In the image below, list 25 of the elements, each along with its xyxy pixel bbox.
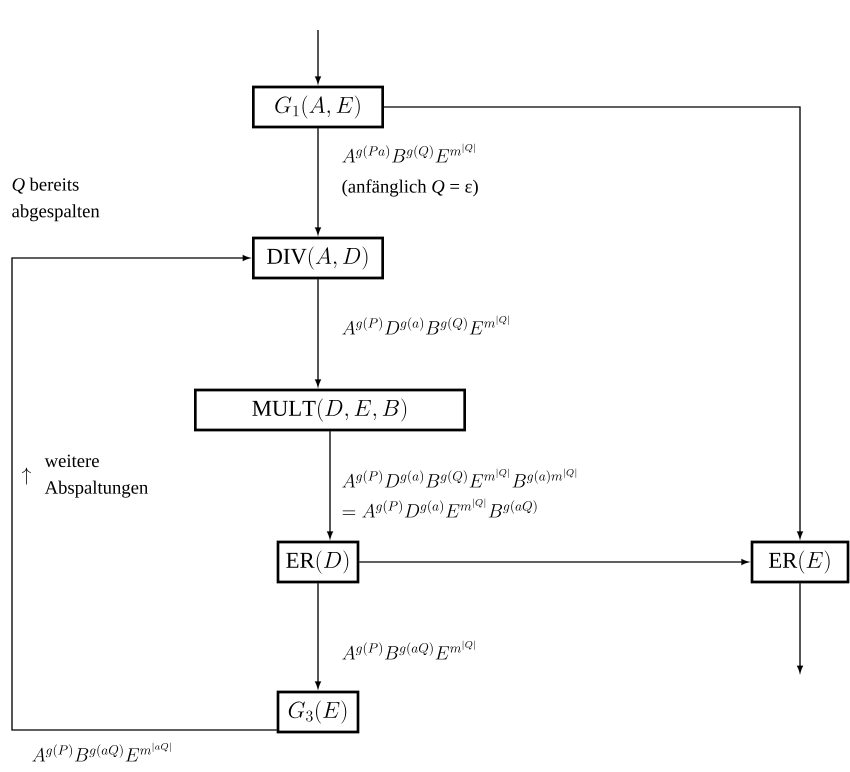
arrow [11,255,277,731]
note-label: weitere Abspaltungen [44,454,148,498]
arrow [359,559,748,565]
arrow [315,30,321,84]
process-box: $\mathrm{DIV}(A, D)$ [252,236,384,280]
process-box: $G_1(A, E)$ [252,86,384,128]
note-label: (anfänglich Q = ε) [342,179,478,197]
note-label: Q bereits abgespalten [12,178,100,222]
arrow [315,583,321,688]
process-box: $\mathrm{ER}(D)$ [276,540,360,584]
process-box: $\mathrm{MULT}(D, E, B)$ [194,388,466,432]
direction-arrow: $\uparrow$ [22,468,31,485]
edge-label: $A^{g(P)}D^{g(a)}B^{g(Q)}E^{m^{|Q|}}$ [342,316,509,334]
arrow [797,583,803,673]
note-label: $= A^{g(P)}D^{g(a)}E^{m^{|Q|}}B^{g(aQ)}$ [342,498,537,518]
arrow [384,106,803,538]
arrow [327,431,333,538]
edge-label: $A^{g(Pa)}B^{g(Q)}E^{m^{|Q|}}$ [342,144,475,162]
edge-label: $A^{g(P)}B^{g(aQ)}E^{m^{|Q|}}$ [342,640,475,660]
process-box: $\mathrm{ER}(E)$ [750,540,850,584]
arrow [315,279,321,386]
process-box: $G_3(E)$ [276,690,360,734]
edge-label: $A^{g(P)}B^{g(aQ)}E^{m^{|aQ|}}$ [32,742,171,762]
edge-label: $A^{g(P)}D^{g(a)}B^{g(Q)}E^{m^{|Q|}}B^{g(a)m^{|Q|}}$ [342,468,576,488]
arrow [315,128,321,234]
